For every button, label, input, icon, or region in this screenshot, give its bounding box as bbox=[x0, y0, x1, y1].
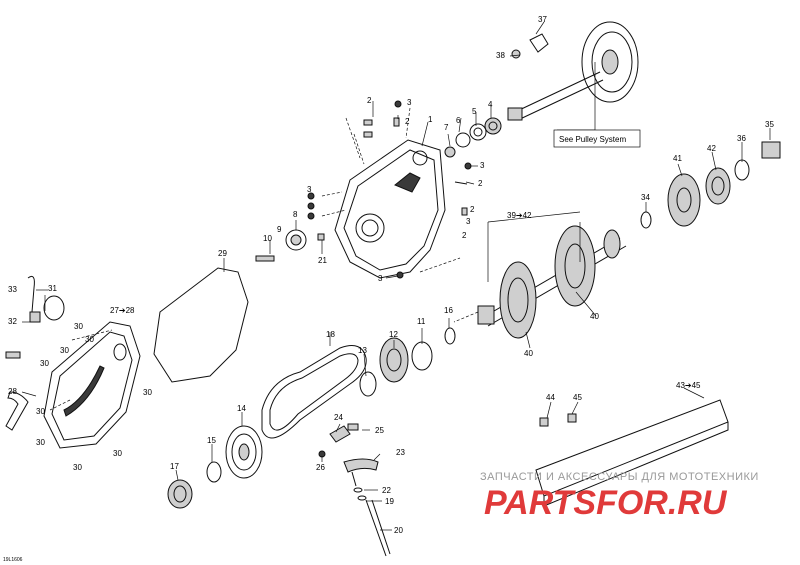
callout-4: 4 bbox=[488, 100, 493, 109]
callout-23: 23 bbox=[396, 448, 405, 457]
callout-30-f: 30 bbox=[36, 407, 45, 416]
callout-3-c: 3 bbox=[307, 185, 312, 194]
callout-10: 10 bbox=[263, 234, 272, 243]
bearing-group-right bbox=[640, 141, 781, 229]
callout-30-a: 30 bbox=[74, 322, 83, 331]
callout-30-i: 30 bbox=[73, 463, 82, 472]
callout-19: 19 bbox=[385, 497, 394, 506]
callout-44: 44 bbox=[546, 393, 555, 402]
watermark: ЗАПЧАСТИ И АКСЕССУАРЫ ДЛЯ МОТОТЕХНИКИ PA… bbox=[480, 471, 759, 522]
callout-9: 9 bbox=[277, 225, 282, 234]
chaincase-housing bbox=[334, 139, 446, 279]
callout-31: 31 bbox=[48, 284, 57, 293]
callout-30-h: 30 bbox=[113, 449, 122, 458]
callout-8: 8 bbox=[293, 210, 298, 219]
lower-sprocket bbox=[167, 425, 263, 509]
callout-26: 26 bbox=[316, 463, 325, 472]
note-text: See Pulley System bbox=[559, 135, 626, 144]
watermark-tagline: ЗАПЧАСТИ И АКСЕССУАРЫ ДЛЯ МОТОТЕХНИКИ bbox=[480, 471, 759, 483]
callout-30-d: 30 bbox=[40, 359, 49, 368]
tensioner-parts bbox=[318, 423, 391, 557]
callout-2-d: 2 bbox=[470, 205, 475, 214]
callout-15: 15 bbox=[207, 436, 216, 445]
callout-36: 36 bbox=[737, 134, 746, 143]
outer-cover bbox=[5, 275, 141, 449]
callout-3-e: 3 bbox=[378, 274, 383, 283]
callout-30-e: 30 bbox=[143, 388, 152, 397]
drive-chain bbox=[261, 345, 367, 439]
callout-30-c: 30 bbox=[60, 346, 69, 355]
bearing-group-center bbox=[359, 327, 456, 397]
small-gear bbox=[255, 229, 325, 262]
callout-42: 42 bbox=[707, 144, 716, 153]
callout-6: 6 bbox=[456, 116, 461, 125]
callout-28: 28 bbox=[8, 387, 17, 396]
callout-24: 24 bbox=[334, 413, 343, 422]
callout-2-b: 2 bbox=[405, 117, 410, 126]
callout-22: 22 bbox=[382, 486, 391, 495]
callout-27-28: 27➔28 bbox=[110, 306, 135, 315]
callout-21: 21 bbox=[318, 256, 327, 265]
callout-labels: 1 2 2 2 2 2 3 3 3 3 3 4 5 6 7 8 9 10 11 … bbox=[8, 15, 774, 535]
callout-12: 12 bbox=[389, 330, 398, 339]
callout-2-c: 2 bbox=[478, 179, 483, 188]
callout-3-a: 3 bbox=[407, 98, 412, 107]
guide-lines bbox=[49, 107, 479, 411]
callout-7: 7 bbox=[444, 123, 449, 132]
callout-35: 35 bbox=[765, 120, 774, 129]
callout-13: 13 bbox=[358, 346, 367, 355]
callout-38: 38 bbox=[496, 51, 505, 60]
callout-3-b: 3 bbox=[480, 161, 485, 170]
callout-29: 29 bbox=[218, 249, 227, 258]
callout-39-42: 39➔42 bbox=[507, 211, 532, 220]
watermark-logo: PARTSFOR.RU bbox=[484, 484, 728, 522]
callout-34: 34 bbox=[641, 193, 650, 202]
callout-30-g: 30 bbox=[36, 438, 45, 447]
callout-33: 33 bbox=[8, 285, 17, 294]
see-pulley-system-note: See Pulley System bbox=[553, 129, 641, 148]
callout-40-a: 40 bbox=[590, 312, 599, 321]
callout-20: 20 bbox=[394, 526, 403, 535]
callout-40-b: 40 bbox=[524, 349, 533, 358]
callout-2-e: 2 bbox=[462, 231, 467, 240]
callout-30-b: 30 bbox=[85, 335, 94, 344]
callout-3-d: 3 bbox=[466, 217, 471, 226]
callout-37: 37 bbox=[538, 15, 547, 24]
callout-41: 41 bbox=[673, 154, 682, 163]
callout-45: 45 bbox=[573, 393, 582, 402]
callout-1: 1 bbox=[428, 115, 433, 124]
callout-2-a: 2 bbox=[367, 96, 372, 105]
callout-43-45: 43➔45 bbox=[676, 381, 701, 390]
pulley-assembly bbox=[507, 21, 639, 121]
callout-17: 17 bbox=[170, 462, 179, 471]
callout-25: 25 bbox=[375, 426, 384, 435]
drive-axle bbox=[477, 225, 627, 339]
drawing-code: 19L1606 bbox=[3, 557, 23, 563]
cover-gasket bbox=[153, 267, 249, 383]
callout-18: 18 bbox=[326, 330, 335, 339]
callout-16: 16 bbox=[444, 306, 453, 315]
callout-11: 11 bbox=[417, 317, 426, 326]
housing-hardware bbox=[307, 100, 502, 279]
callout-5: 5 bbox=[472, 107, 477, 116]
callout-14: 14 bbox=[237, 404, 246, 413]
callout-32: 32 bbox=[8, 317, 17, 326]
